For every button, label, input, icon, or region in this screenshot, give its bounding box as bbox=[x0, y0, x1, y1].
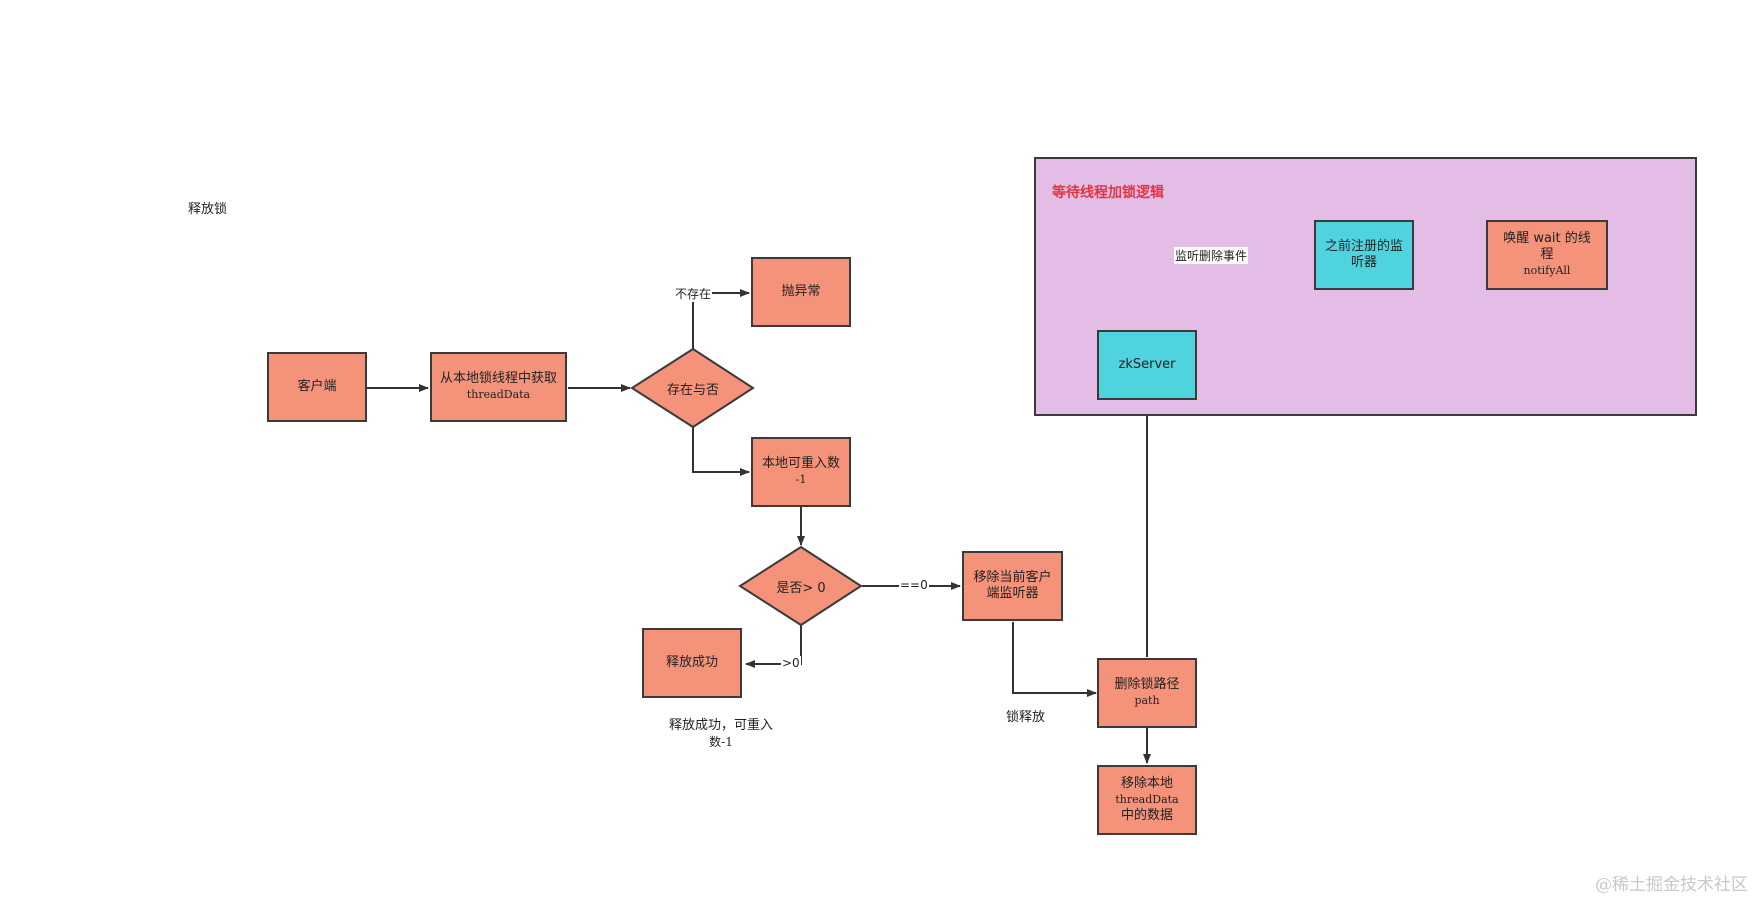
node-fetch-threaddata: 从本地锁线程中获取 threadData bbox=[430, 352, 567, 422]
release-note-line1: 释放成功，可重入 bbox=[669, 718, 774, 733]
node-remove-local-line3: 中的数据 bbox=[1120, 808, 1173, 823]
node-delete-path-line1: 删除锁路径 bbox=[1114, 677, 1180, 692]
node-decrement-line2: -1 bbox=[795, 473, 807, 486]
diamond-exists bbox=[630, 347, 755, 429]
edge-exists-decrement bbox=[692, 427, 750, 476]
node-delete-lock-path: 删除锁路径 path bbox=[1097, 658, 1197, 728]
node-exists-label: 存在与否 bbox=[666, 383, 719, 398]
node-previous-listener: 之前注册的监 听器 bbox=[1314, 220, 1414, 290]
edge-label-not-exist: 不存在 bbox=[674, 285, 713, 302]
node-release-success-label: 释放成功 bbox=[665, 655, 718, 670]
node-wake-line3: notifyAll bbox=[1523, 264, 1571, 277]
node-remove-listener-line2: 端监听器 bbox=[986, 586, 1039, 601]
watermark: @稀土掘金技术社区 bbox=[1595, 875, 1748, 895]
node-fetch-line2: threadData bbox=[466, 388, 531, 401]
node-decrement: 本地可重入数 -1 bbox=[751, 437, 851, 507]
node-client: 客户端 bbox=[267, 352, 367, 422]
group-title: 等待线程加锁逻辑 bbox=[1052, 185, 1164, 201]
node-gt-zero-label: 是否> 0 bbox=[776, 581, 826, 596]
diamond-gt-zero bbox=[738, 545, 863, 627]
edge-label-gt-zero: >0 bbox=[781, 656, 801, 670]
node-remove-listener: 移除当前客户 端监听器 bbox=[962, 551, 1063, 621]
node-remove-local-line2: threadData bbox=[1115, 793, 1179, 806]
release-note: 释放成功，可重入 数-1 bbox=[669, 714, 773, 750]
node-prev-listener-line1: 之前注册的监 bbox=[1324, 239, 1403, 254]
node-client-label: 客户端 bbox=[297, 379, 337, 394]
node-throw-exception: 抛异常 bbox=[751, 257, 851, 327]
node-prev-listener-line2: 听器 bbox=[1350, 255, 1377, 270]
node-wake-waiting-thread: 唤醒 wait 的线 程 notifyAll bbox=[1486, 220, 1608, 290]
diagram-title: 释放锁 bbox=[188, 202, 228, 217]
edge-label-eq-zero: ==0 bbox=[899, 578, 929, 592]
edge-gtzero-releaseok bbox=[745, 625, 802, 668]
node-zkserver-label: zkServer bbox=[1118, 357, 1176, 372]
node-decrement-line1: 本地可重入数 bbox=[761, 456, 840, 471]
edge-removelistener-deletepath bbox=[1012, 622, 1097, 697]
node-wake-line1: 唤醒 wait 的线 bbox=[1503, 231, 1591, 246]
node-wake-line2: 程 bbox=[1540, 247, 1554, 262]
release-note-line2: 数-1 bbox=[709, 735, 733, 749]
node-release-success: 释放成功 bbox=[642, 628, 742, 698]
node-remove-local-data: 移除本地 threadData 中的数据 bbox=[1097, 765, 1197, 835]
node-remove-listener-line1: 移除当前客户 bbox=[973, 570, 1052, 585]
node-remove-local-line1: 移除本地 bbox=[1120, 776, 1173, 791]
node-delete-path-line2: path bbox=[1134, 694, 1160, 707]
node-zkserver: zkServer bbox=[1097, 330, 1197, 400]
node-throw-label: 抛异常 bbox=[781, 284, 821, 299]
node-fetch-line1: 从本地锁线程中获取 bbox=[439, 371, 557, 386]
edge-label-listen-delete: 监听删除事件 bbox=[1174, 247, 1249, 264]
edge-label-lock-released: 锁释放 bbox=[1006, 710, 1046, 725]
